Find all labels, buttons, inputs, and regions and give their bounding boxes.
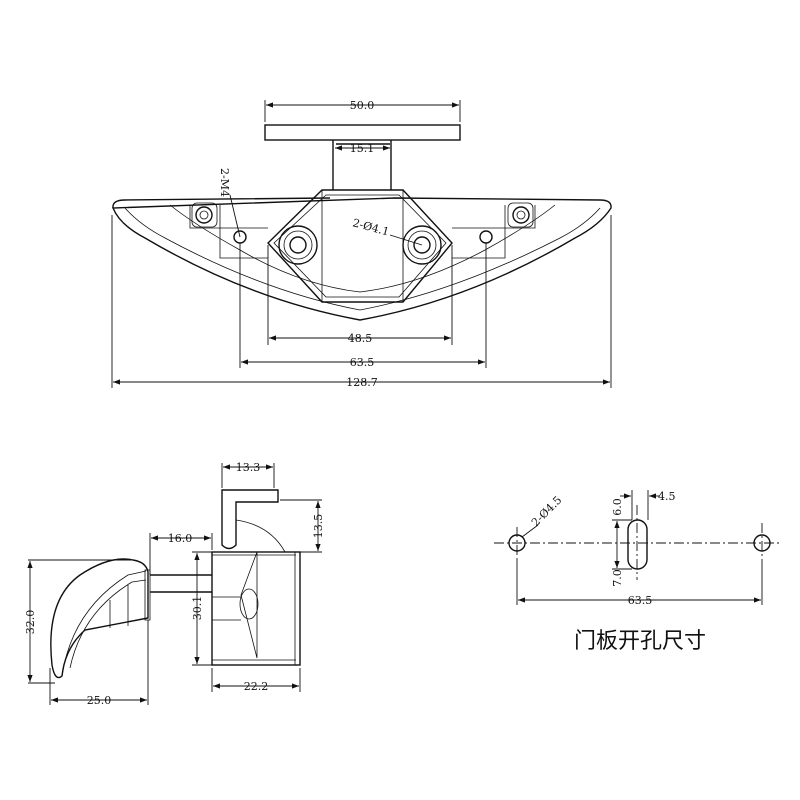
shaft <box>150 574 212 593</box>
cutout-view: 2-Ø4.5 4.5 6.0 7.0 63.5 门板开孔尺寸 <box>494 490 782 654</box>
mount-hole-right <box>753 534 771 552</box>
dim-hole-spacing: 63.5 <box>628 594 653 607</box>
dim-slot-width: 4.5 <box>658 490 676 503</box>
m4-hole-right <box>479 230 493 244</box>
dim-bracket-height: 13.5 <box>312 514 325 539</box>
stem <box>332 140 392 190</box>
mount-hole-left <box>508 534 526 552</box>
side-view: 13.3 13.5 16.0 30.1 32.0 25.0 22.2 <box>24 461 325 707</box>
dim-body-depth: 22.2 <box>244 680 269 693</box>
note-thread: 2-M4 <box>218 168 231 197</box>
dim-body-height: 30.1 <box>191 596 204 621</box>
dim-handle-height: 32.0 <box>24 610 37 635</box>
handle-outline <box>111 197 612 321</box>
note-hole: 2-Ø4.1 <box>351 216 390 238</box>
dim-mount-span: 63.5 <box>350 356 375 369</box>
center-block <box>267 189 453 303</box>
dim-inner-span: 48.5 <box>348 332 373 345</box>
cutout-caption: 门板开孔尺寸 <box>574 629 706 654</box>
dim-bracket-width: 13.3 <box>236 461 261 474</box>
bracket <box>221 489 279 550</box>
dim-slot-lower: 7.0 <box>611 569 624 587</box>
mounting-plate <box>264 124 461 141</box>
top-view: 50.0 15.1 2-M4 2-Ø4.1 48.5 63.5 128.7 <box>111 99 612 389</box>
dim-slot-upper: 6.0 <box>611 498 624 516</box>
handle-profile <box>50 558 149 679</box>
dim-shaft-length: 16.0 <box>168 532 193 545</box>
dim-handle-depth: 25.0 <box>87 694 112 707</box>
screw-hole-right <box>402 225 442 265</box>
slot <box>627 519 648 570</box>
note-cutout-hole: 2-Ø4.5 <box>529 494 565 530</box>
dim-plate-width: 50.0 <box>350 99 375 112</box>
lock-body <box>211 551 301 666</box>
screw-hole-left <box>278 225 318 265</box>
dim-overall-length: 128.7 <box>346 376 378 389</box>
dim-stem-width: 15.1 <box>350 142 375 155</box>
